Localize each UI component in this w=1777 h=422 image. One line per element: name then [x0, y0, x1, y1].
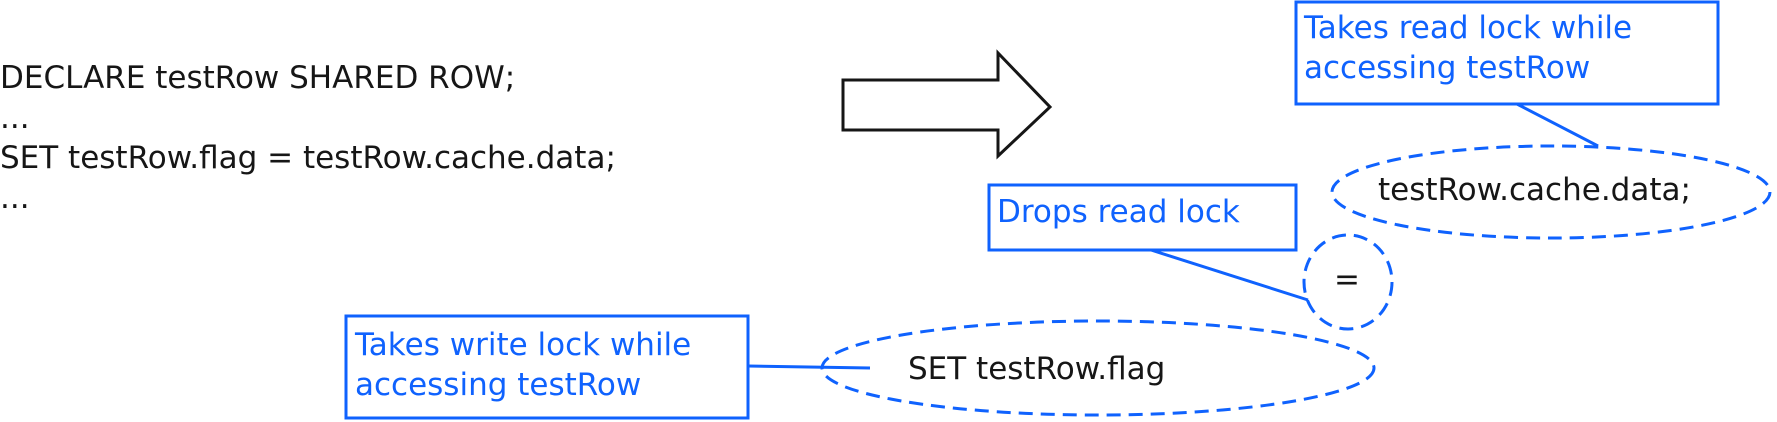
callout-write-lock-line1: Takes write lock while — [354, 327, 691, 363]
connector-drop-lock — [1150, 248, 1309, 302]
callout-write-lock-line2: accessing testRow — [355, 367, 641, 403]
code-line-ellipsis-2: ... — [0, 180, 30, 216]
right-arrow-icon — [841, 49, 1053, 160]
ellipse-set-flag — [820, 319, 1376, 417]
callout-drop-lock-box — [987, 183, 1298, 252]
connector-write-lock — [747, 364, 871, 370]
callout-read-lock-line1: Takes read lock while — [1303, 10, 1632, 46]
callout-write-lock-box — [344, 314, 750, 420]
code-line-declare: DECLARE testRow SHARED ROW; — [0, 60, 516, 96]
code-snippet: DECLARE testRow SHARED ROW; ... SET test… — [0, 58, 616, 218]
ellipse-cache-data — [1330, 144, 1772, 240]
ellipse-set-flag-label: SET testRow.flag — [908, 351, 1165, 387]
ellipse-equals — [1302, 233, 1394, 331]
connector-read-lock — [1516, 102, 1599, 148]
callout-read-lock-line2: accessing testRow — [1304, 50, 1590, 86]
ellipse-cache-data-label: testRow.cache.data; — [1378, 172, 1691, 208]
callout-read-lock-box — [1294, 0, 1720, 106]
callout-drop-lock-line1: Drops read lock — [997, 194, 1240, 230]
ellipse-equals-label: = — [1334, 262, 1360, 298]
code-line-set: SET testRow.flag = testRow.cache.data; — [0, 140, 616, 176]
code-line-ellipsis-1: ... — [0, 100, 30, 136]
